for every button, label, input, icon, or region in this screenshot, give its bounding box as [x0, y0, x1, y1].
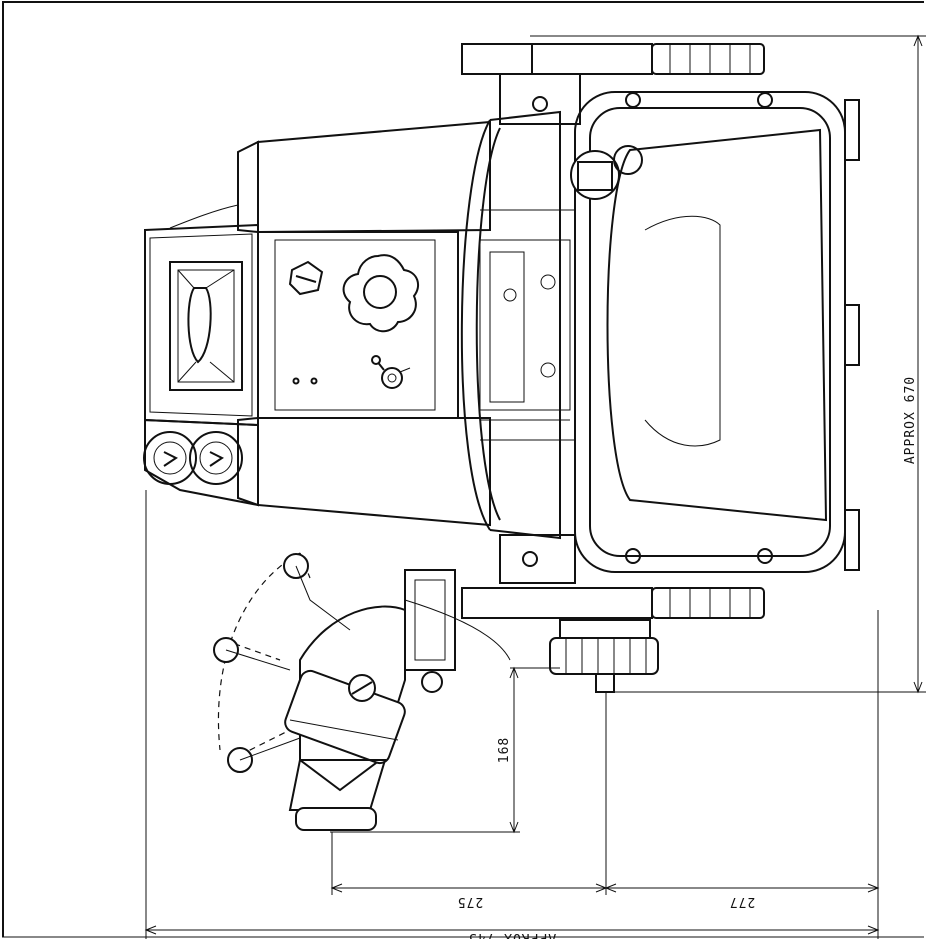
- dome-port: [570, 91, 860, 573]
- dim-label-168: 168: [497, 737, 512, 763]
- trigger-arm: [213, 552, 511, 831]
- dim-label-approx-745: APPROX 745: [468, 930, 556, 939]
- front-port: [460, 110, 575, 540]
- dim-label-277: 277: [729, 894, 755, 909]
- housing-body: [144, 120, 491, 527]
- dimension-lines: [144, 34, 926, 939]
- dim-label-approx-670: APPROX 670: [903, 376, 918, 464]
- dim-label-275: 275: [457, 894, 483, 909]
- top-handle: [461, 43, 765, 125]
- connectors: [143, 431, 243, 485]
- rear-controls: [288, 254, 420, 389]
- bottom-handle: [461, 534, 765, 693]
